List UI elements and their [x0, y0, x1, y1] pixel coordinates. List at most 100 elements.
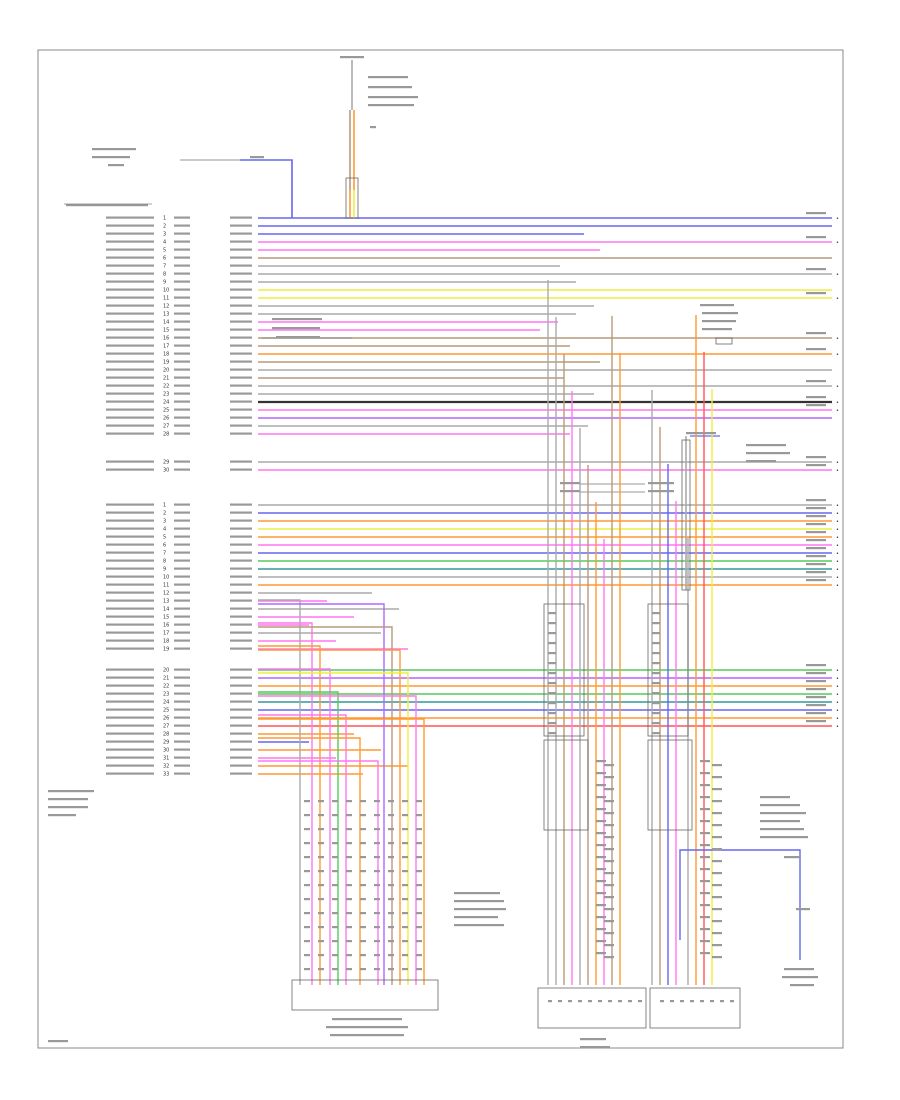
wire-color-code: [174, 676, 190, 679]
harness-tag: [318, 814, 324, 817]
right-pin: •: [836, 272, 839, 278]
circuit-number: [230, 639, 252, 642]
component-label: [700, 304, 734, 307]
circuit-number: [230, 352, 252, 355]
circuit-number: [230, 615, 252, 618]
harness-tag: [596, 772, 606, 775]
component-label: [272, 327, 320, 330]
circuit-number: [230, 543, 252, 546]
right-wire-label: [806, 539, 826, 542]
module-pin-name: [106, 328, 154, 331]
circuit-number: [230, 232, 252, 235]
harness-tag: [712, 896, 722, 899]
wire-color-code: [174, 416, 190, 419]
right-pin: •: [836, 724, 839, 730]
wire-color-code: [174, 424, 190, 427]
pin-number: 11: [163, 583, 169, 589]
module-pin-name: [106, 296, 154, 299]
component-note: [760, 828, 804, 831]
circuit-number: [230, 328, 252, 331]
harness-tag: [416, 912, 422, 915]
harness-tag: [402, 828, 408, 831]
circuit-number: [230, 460, 252, 463]
wire-color-code: [174, 328, 190, 331]
module-pin-name: [106, 256, 154, 259]
harness-tag: [346, 912, 352, 915]
right-wire-label: [806, 664, 826, 667]
harness-tag: [700, 868, 710, 871]
connector-pin: [548, 672, 556, 675]
harness-tag: [596, 868, 606, 871]
module-pin-name: [106, 527, 154, 530]
wire-color-code: [174, 216, 190, 219]
circuit-number: [230, 432, 252, 435]
ground-label: [92, 156, 130, 159]
wire-color-code: [174, 224, 190, 227]
splice-label: [560, 490, 580, 493]
harness-tag: [332, 856, 338, 859]
harness-tag: [712, 884, 722, 887]
wire-color-code: [174, 684, 190, 687]
wire-color-code: [174, 344, 190, 347]
bundle-wire: [258, 603, 385, 985]
harness-tag: [596, 760, 606, 763]
connector-pin: [548, 642, 556, 645]
wire-color-code: [174, 756, 190, 759]
harness-tag: [304, 968, 310, 971]
bundle-wire: [258, 626, 393, 985]
bundle-wire: [258, 718, 425, 985]
right-pin: •: [836, 216, 839, 222]
figure-code: [48, 1040, 68, 1043]
circuit-number: [230, 216, 252, 219]
ground-note: [746, 452, 790, 455]
harness-tag: [700, 832, 710, 835]
circuit-number: [230, 647, 252, 650]
pin-number: 23: [163, 692, 169, 698]
right-wire-label: [806, 507, 826, 510]
connector-pin: [652, 702, 660, 705]
harness-tag: [416, 870, 422, 873]
connector-cavity: [598, 1000, 602, 1003]
circuit-number: [230, 424, 252, 427]
module-pin-name: [106, 639, 154, 642]
circuit-number: [230, 360, 252, 363]
harness-tag: [596, 832, 606, 835]
harness-tag: [712, 860, 722, 863]
module-note: [48, 806, 88, 809]
splice: [715, 337, 733, 345]
splice-label: [560, 482, 580, 485]
module-pin-name: [106, 232, 154, 235]
harness-tag: [402, 800, 408, 803]
connector-pin: [548, 652, 556, 655]
circuit-number: [230, 519, 252, 522]
pin-number: 26: [163, 416, 169, 422]
circuit-number: [230, 591, 252, 594]
right-wire-label: [806, 563, 826, 566]
harness-tag: [360, 814, 366, 817]
harness-tag: [416, 898, 422, 901]
component-note: [454, 892, 500, 895]
module-pin-name: [106, 559, 154, 562]
module-pin-name: [106, 360, 154, 363]
harness-tag: [332, 842, 338, 845]
harness-tag: [332, 926, 338, 929]
harness-tag: [700, 940, 710, 943]
connector-pin: [652, 642, 660, 645]
circuit-number: [230, 384, 252, 387]
harness-tag: [712, 848, 722, 851]
right-wire-label: [806, 292, 826, 295]
connector-pin: [652, 722, 660, 725]
wire-color-code: [174, 304, 190, 307]
circuit-number: [230, 559, 252, 562]
harness-tag: [332, 828, 338, 831]
pin-number: 30: [163, 748, 169, 754]
harness-tag: [318, 884, 324, 887]
wire-color-code: [174, 392, 190, 395]
splice-label: [648, 482, 674, 485]
right-pin: •: [836, 296, 839, 302]
harness-tag: [416, 940, 422, 943]
harness-tag: [604, 812, 614, 815]
circuit-number: [230, 511, 252, 514]
pin-number: 24: [163, 700, 169, 706]
